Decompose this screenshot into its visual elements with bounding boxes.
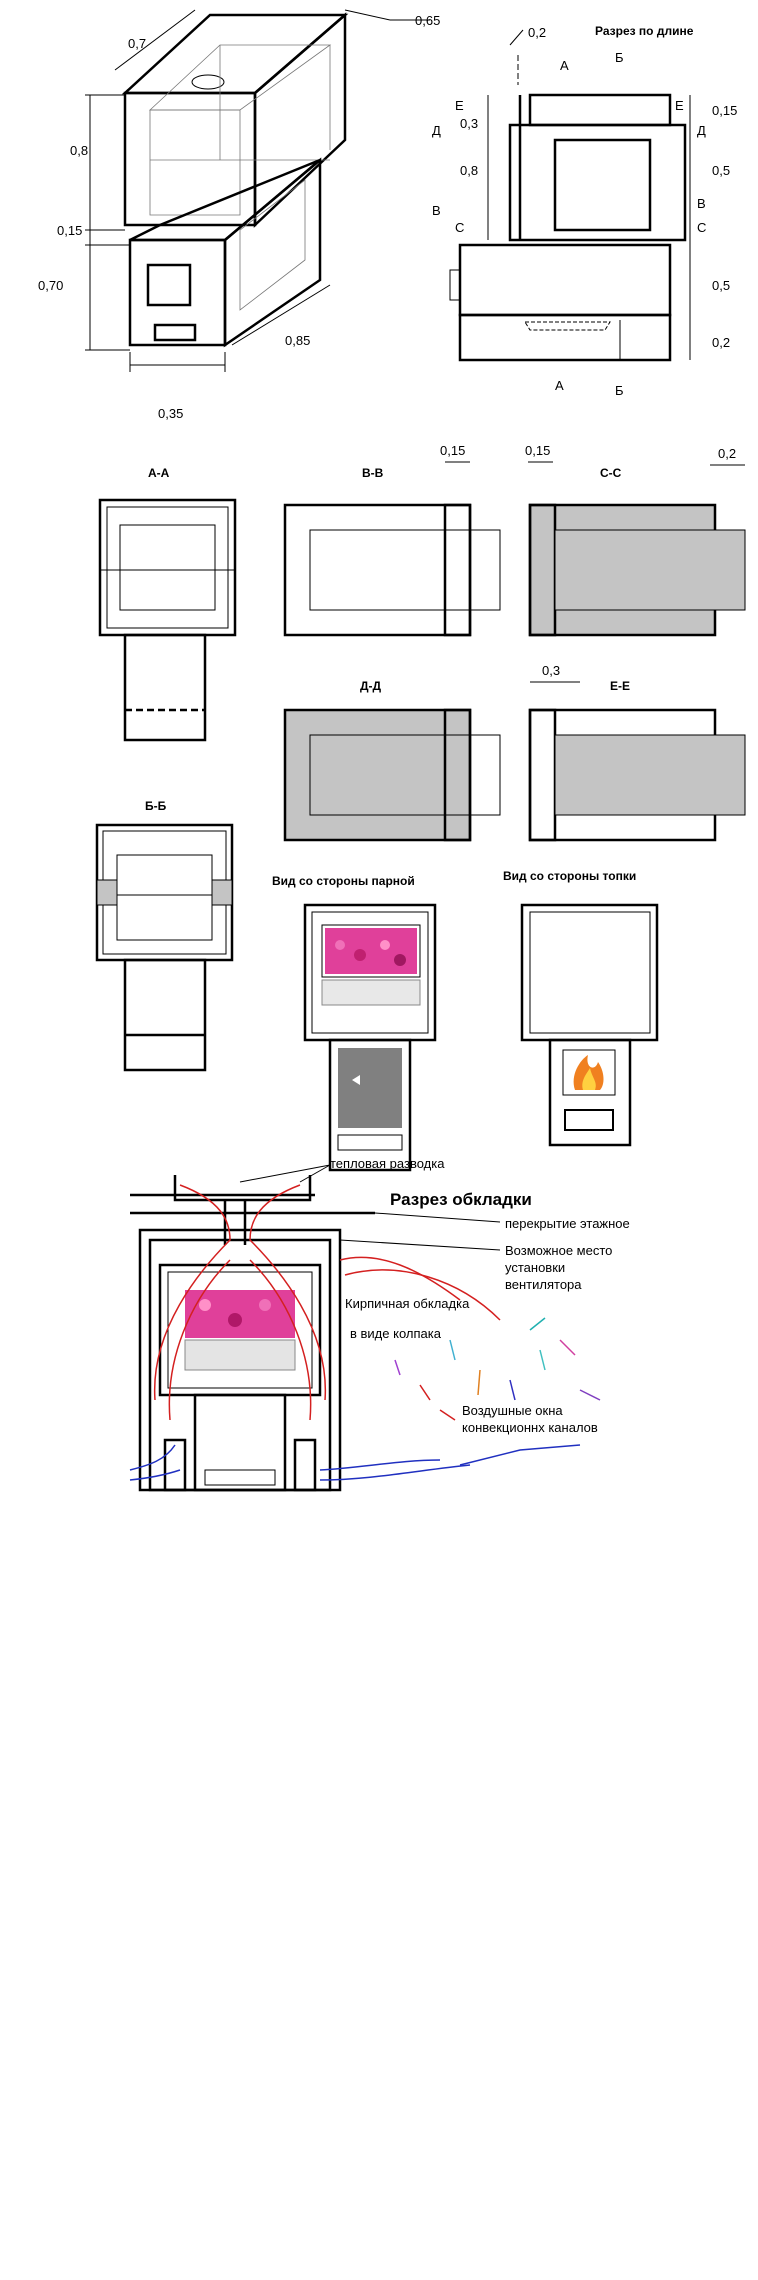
iso-dim-lower-width: 0,35 [158, 406, 183, 421]
long-marker-right-s: С [697, 220, 706, 235]
section-vv-dim: 0,15 [440, 443, 465, 458]
label-fan-place-1: Возможное место [505, 1243, 612, 1258]
longitudinal-section: Разрез по длине 0,2 0,3 0,8 0,15 0,5 0,5… [432, 24, 737, 398]
view-steam-room: Вид со стороны парной [272, 874, 437, 1172]
long-marker-right-v: В [697, 196, 706, 211]
long-marker-top-b: Б [615, 50, 624, 65]
iso-dim-length-top: 0,65 [415, 13, 440, 28]
long-dim-right-3: 0,5 [712, 278, 730, 293]
long-marker-left-v: В [432, 203, 441, 218]
view-firebox: Вид со стороны топки [503, 869, 659, 1147]
iso-dim-upper-height: 0,8 [70, 143, 88, 158]
view-steam-room-title: Вид со стороны парной [272, 874, 415, 888]
long-marker-left-e: Е [455, 98, 464, 113]
section-bb: Б-Б [95, 799, 234, 1072]
long-marker-top-a: А [560, 58, 569, 73]
isometric-view: 0,7 0,65 0,8 0,15 0,70 0,85 0,35 [38, 9, 440, 421]
label-air-windows-1: Воздушные окна [462, 1403, 563, 1418]
section-bb-title: Б-Б [145, 799, 167, 813]
long-dim-left-1: 0,3 [460, 116, 478, 131]
lining-section-title: Разрез обкладки [390, 1190, 532, 1209]
section-aa-title: А-А [148, 466, 170, 480]
cold-air-lines [129, 1444, 581, 1481]
long-dim-top: 0,2 [528, 25, 546, 40]
long-dim-right-1: 0,15 [712, 103, 737, 118]
heat-flow-lines [153, 1184, 501, 1421]
label-floor-slab: перекрытие этажное [505, 1216, 630, 1231]
section-ee-dim: 0,3 [542, 663, 560, 678]
section-dd-title: Д-Д [360, 679, 382, 693]
air-strokes [394, 1317, 601, 1421]
long-marker-bottom-a: А [555, 378, 564, 393]
label-brick-lining-1: Кирпичная обкладка [345, 1296, 470, 1311]
long-marker-right-d: Д [697, 123, 706, 138]
section-vv: В-В 0,15 [283, 443, 501, 637]
long-marker-left-s: С [455, 220, 464, 235]
section-vv-title: В-В [362, 466, 384, 480]
section-cc-dim-1: 0,15 [525, 443, 550, 458]
iso-dim-lower-height: 0,70 [38, 278, 63, 293]
label-fan-place-2: установки [505, 1260, 565, 1275]
section-aa: А-А [98, 466, 237, 742]
long-section-title: Разрез по длине [595, 24, 694, 38]
iso-dim-width-top: 0,7 [128, 36, 146, 51]
section-dd: Д-Д [283, 679, 501, 842]
long-marker-right-e: Е [675, 98, 684, 113]
section-cc-title: С-С [600, 466, 622, 480]
iso-dim-gap: 0,15 [57, 223, 82, 238]
iso-dim-lower-length: 0,85 [285, 333, 310, 348]
section-cc: С-С 0,15 0,2 [525, 443, 746, 637]
section-cc-dim-2: 0,2 [718, 446, 736, 461]
long-marker-left-d: Д [432, 123, 441, 138]
view-firebox-title: Вид со стороны топки [503, 869, 636, 883]
label-brick-lining-2: в виде колпака [350, 1326, 442, 1341]
steam-stones [325, 928, 417, 974]
section-ee-title: Е-Е [610, 679, 630, 693]
label-heat-distribution: тепловая разводка [330, 1156, 445, 1171]
long-dim-left-2: 0,8 [460, 163, 478, 178]
long-dim-right-2: 0,5 [712, 163, 730, 178]
long-dim-right-4: 0,2 [712, 335, 730, 350]
section-ee: Е-Е 0,3 [528, 663, 746, 842]
long-marker-bottom-b: Б [615, 383, 624, 398]
label-air-windows-2: конвекционнх каналов [462, 1420, 598, 1435]
lining-stones [185, 1290, 295, 1338]
lining-section: Разрез обкладки тепловая разводка перекр… [129, 1156, 630, 1492]
label-fan-place-3: вентилятора [505, 1277, 582, 1292]
